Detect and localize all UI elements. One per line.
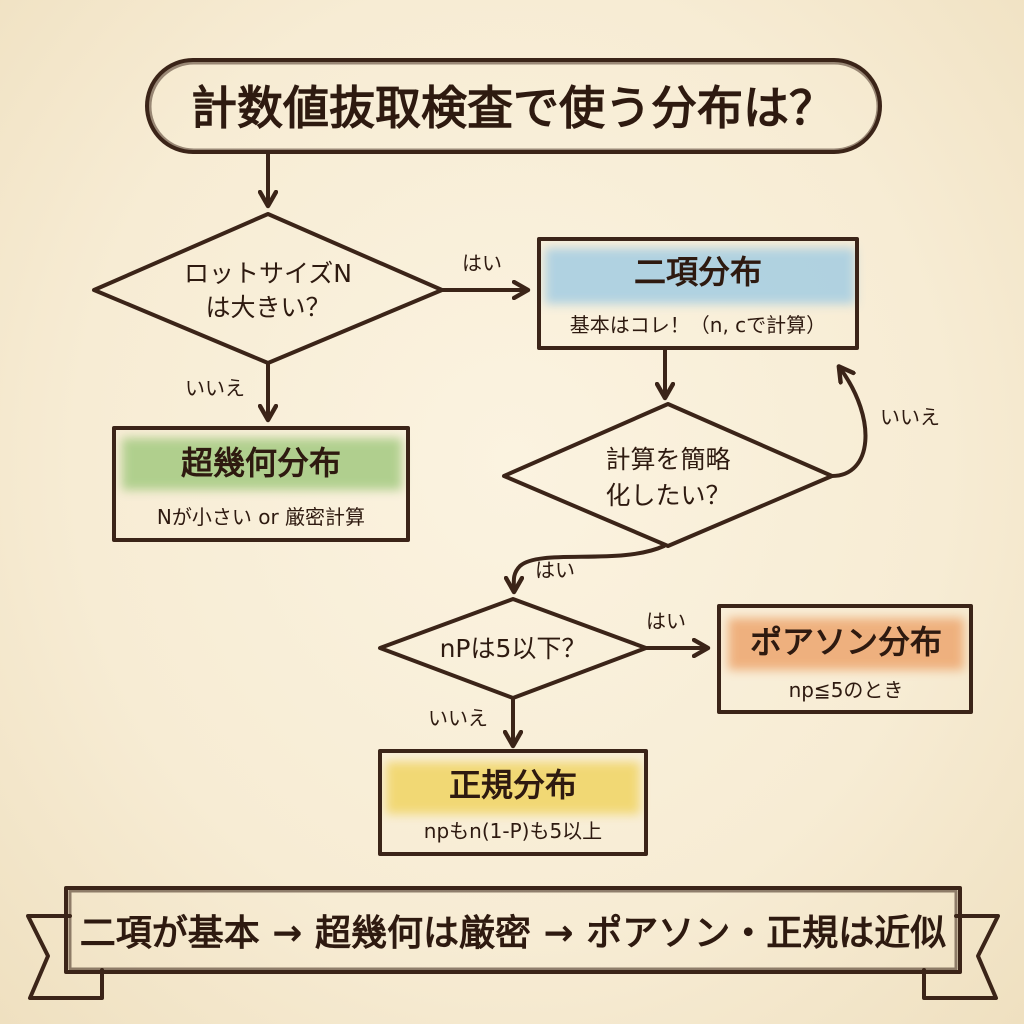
binomial-title: 二項分布	[634, 253, 762, 291]
decision-np: nPは5以下？	[378, 597, 648, 700]
hypergeometric-title: 超幾何分布	[181, 444, 341, 482]
edge-label-simplify-no: いいえ	[880, 405, 940, 429]
normal-subtitle: npもn(1-P)も5以上	[424, 819, 602, 843]
decision-lot-size: ロットサイズN は大きい？	[92, 212, 444, 365]
banner-right-tail	[922, 914, 1000, 1000]
edge-label-np-yes: はい	[646, 609, 686, 633]
decision-lot-size-line2: は大きい？	[205, 293, 330, 322]
binomial-highlight	[545, 248, 855, 304]
decision-np-line1: nPは5以下？	[440, 634, 587, 663]
result-poisson: ポアソン分布 np≦5のとき	[717, 604, 973, 714]
binomial-subtitle: 基本はコレ！（n, cで計算）	[570, 313, 826, 337]
poisson-title: ポアソン分布	[750, 623, 942, 661]
decision-simplify: 計算を簡略 化したい？	[502, 402, 834, 548]
banner-text: 二項が基本 → 超幾何は厳密 → ポアソン・正規は近似	[80, 912, 946, 954]
edge-label-lot-no: いいえ	[185, 376, 245, 400]
arrow-simplify-yes	[514, 544, 666, 590]
decision-lot-size-line1: ロットサイズN	[184, 259, 352, 288]
decision-simplify-line1: 計算を簡略	[605, 445, 730, 474]
arrow-simplify-no	[830, 368, 868, 478]
normal-highlight	[386, 762, 640, 814]
edge-label-simplify-yes: はい	[535, 558, 575, 582]
decision-simplify-line2: 化したい？	[605, 481, 730, 510]
result-normal: 正規分布 npもn(1-P)も5以上	[378, 749, 648, 856]
hypergeometric-subtitle: Nが小さい or 厳密計算	[157, 505, 365, 529]
banner-left-tail	[26, 914, 104, 1000]
summary-banner: 二項が基本 → 超幾何は厳密 → ポアソン・正規は近似	[26, 886, 1000, 1000]
hypergeometric-highlight	[122, 438, 402, 490]
poisson-highlight	[728, 618, 964, 670]
poisson-subtitle: np≦5のとき	[789, 678, 904, 702]
title-capsule: 計数値抜取検査で使う分布は？	[145, 58, 882, 154]
edge-label-np-no: いいえ	[428, 706, 488, 730]
edge-label-lot-yes: はい	[462, 251, 502, 275]
result-binomial: 二項分布 基本はコレ！（n, cで計算）	[537, 237, 859, 350]
result-hypergeometric: 超幾何分布 Nが小さい or 厳密計算	[112, 426, 410, 542]
normal-title: 正規分布	[449, 766, 577, 804]
page-title: 計数値抜取検査で使う分布は？	[191, 81, 835, 135]
